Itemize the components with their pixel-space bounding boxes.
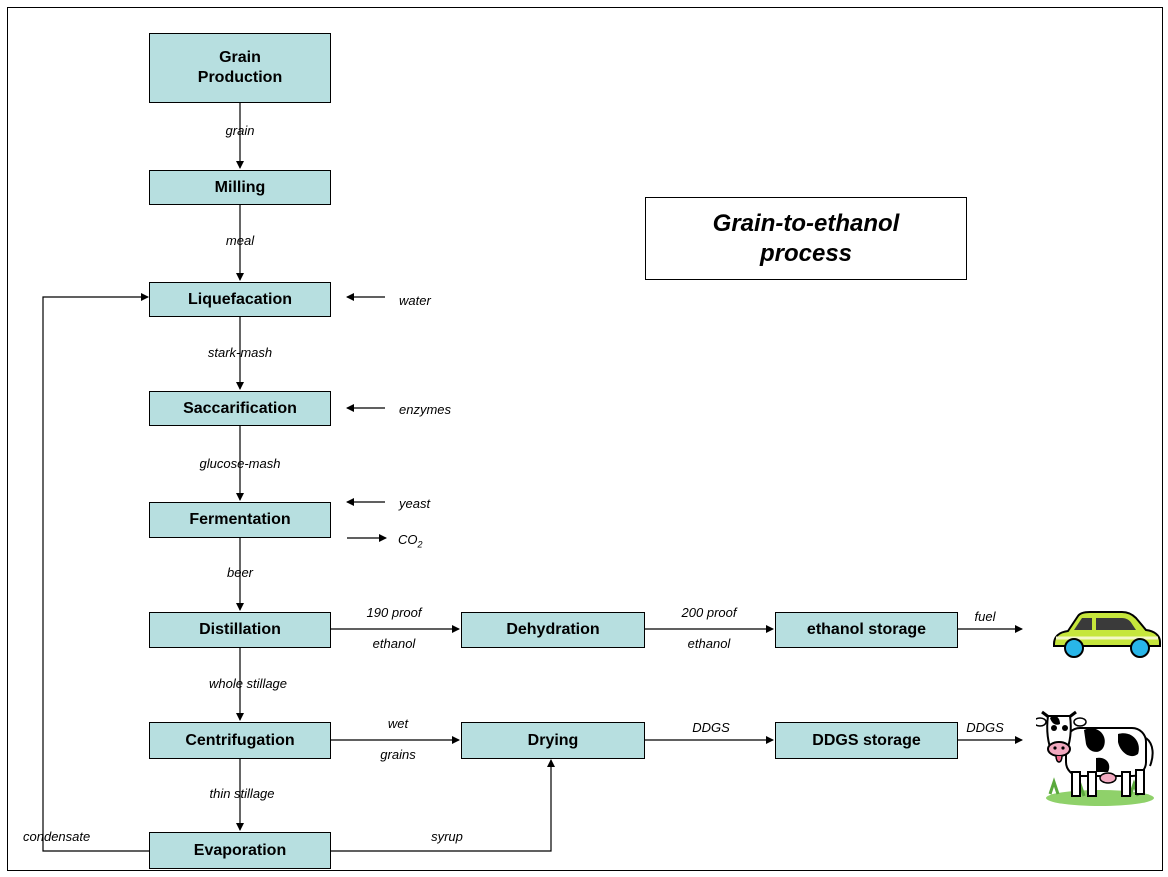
dehydration-box: Dehydration (461, 612, 645, 648)
grain-production-box: Grain Production (149, 33, 331, 103)
label-water: water (399, 293, 431, 308)
label-stark-mash: stark-mash (207, 345, 273, 360)
label-co2: CO2 (398, 532, 423, 553)
label-fuel: fuel (974, 609, 996, 624)
title-line2: process (759, 239, 853, 267)
fermentation-box: Fermentation (149, 502, 331, 538)
label-wet-top: wet (387, 716, 409, 731)
label-glucose-mash: glucose-mash (199, 456, 281, 471)
label-thin-stillage: thin stillage (209, 786, 275, 801)
label-co2-sub: 2 (417, 539, 423, 550)
label-enzymes: enzymes (399, 402, 452, 417)
arrow-syrup (331, 759, 555, 852)
distillation-box: Distillation (149, 612, 331, 648)
ethanol-storage-box: ethanol storage (775, 612, 958, 648)
arrow-condensate (42, 293, 149, 852)
milling-box: Milling (149, 170, 331, 205)
liquefacation-box: Liquefacation (149, 282, 331, 317)
label-200-proof-bottom: ethanol (687, 636, 731, 651)
label-condensate: condensate (23, 829, 91, 844)
label-syrup: syrup (431, 829, 463, 844)
label-190-proof-bottom: ethanol (372, 636, 416, 651)
label-grain: grain (225, 123, 255, 138)
label-200-proof-top: 200 proof (681, 605, 737, 620)
drying-box: Drying (461, 722, 645, 759)
label-ddgs-1: DDGS (692, 720, 730, 735)
diagram-title: Grain-to-ethanol process (645, 197, 967, 280)
label-190-proof-top: 190 proof (366, 605, 422, 620)
grain-production-line2: Production (197, 69, 283, 86)
saccarification-box: Saccarification (149, 391, 331, 426)
diagram-frame (7, 7, 1163, 871)
label-wet-bottom: grains (380, 747, 416, 762)
label-whole-stillage: whole stillage (208, 676, 288, 691)
car-icon (1053, 611, 1161, 658)
title-line1: Grain-to-ethanol (712, 209, 900, 237)
cow-icon (1036, 710, 1154, 806)
centrifugation-box: Centrifugation (149, 722, 331, 759)
label-meal: meal (225, 233, 255, 248)
ddgs-storage-box: DDGS storage (775, 722, 958, 759)
grain-production-line1: Grain (219, 49, 261, 66)
label-yeast: yeast (399, 496, 431, 511)
label-ddgs-2: DDGS (966, 720, 1004, 735)
evaporation-box: Evaporation (149, 832, 331, 869)
label-beer: beer (226, 565, 254, 580)
label-co2-text: CO (398, 532, 418, 547)
